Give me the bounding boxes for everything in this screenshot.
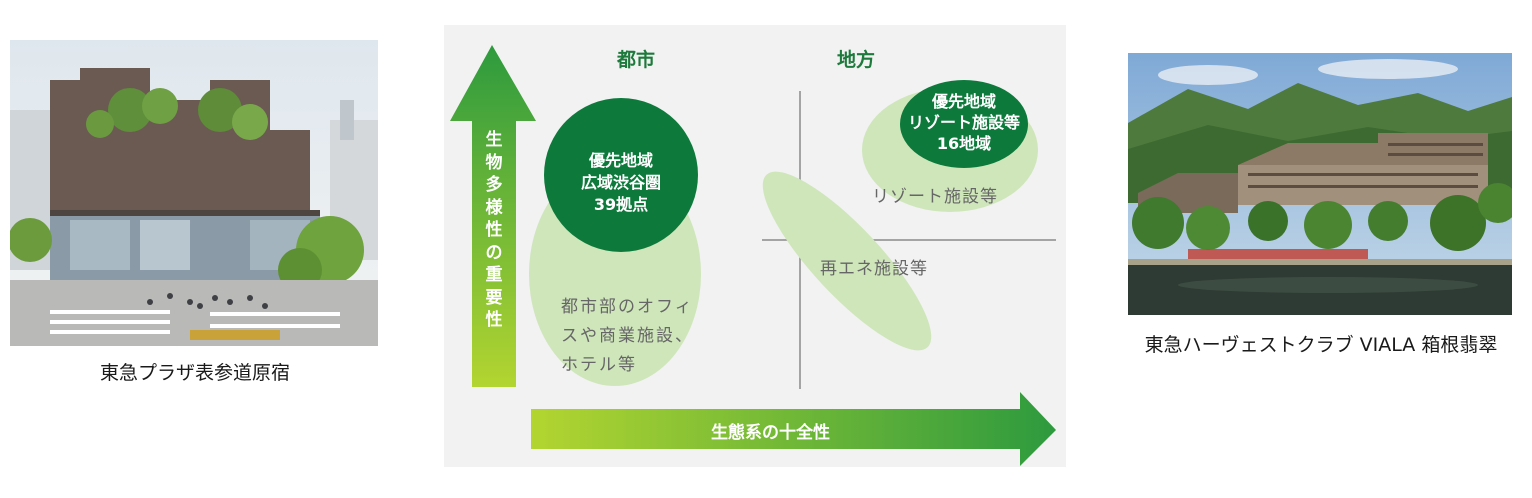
resort-facilities-label: リゾート施設等 — [872, 183, 998, 212]
column-header-urban: 都市 — [617, 45, 655, 72]
vertical-axis-label: 生物多様性の重要性 — [483, 129, 505, 332]
biodiversity-diagram: 都市 地方 生物多様性の重要性 生態系の十全性 優先地域 広域渋谷圏 39拠点 … — [444, 25, 1066, 467]
photo-caption-right: 東急ハーヴェストクラブ VIALA 箱根翡翠 — [1112, 330, 1530, 357]
resort-priority-label: 優先地域 リゾート施設等 16地域 — [894, 91, 1034, 154]
column-header-rural: 地方 — [837, 45, 875, 72]
urban-facilities-line2: スや商業施設、 — [561, 322, 694, 351]
urban-priority-label: 優先地域 広域渋谷圏 39拠点 — [571, 150, 671, 216]
urban-priority-line1: 優先地域 — [571, 150, 671, 172]
horizontal-axis-label: 生態系の十全性 — [711, 418, 830, 443]
photo-viala-hakone — [1128, 53, 1512, 315]
resort-priority-line1: 優先地域 — [894, 91, 1034, 112]
urban-facilities-line1: 都市部のオフィ — [561, 293, 694, 322]
resort-priority-line2: リゾート施設等 — [894, 112, 1034, 133]
photo-tokyu-plaza — [10, 40, 378, 346]
building-photo-icon — [10, 40, 378, 346]
urban-facilities-label: 都市部のオフィ スや商業施設、 ホテル等 — [561, 293, 694, 380]
resort-priority-line3: 16地域 — [894, 133, 1034, 154]
urban-facilities-line3: ホテル等 — [561, 351, 694, 380]
urban-priority-line2: 広域渋谷圏 — [571, 172, 671, 194]
urban-priority-line3: 39拠点 — [571, 194, 671, 216]
resort-photo-icon — [1128, 53, 1512, 315]
renewable-facilities-label: 再エネ施設等 — [820, 255, 928, 284]
photo-caption-left: 東急プラザ表参道原宿 — [10, 358, 380, 385]
